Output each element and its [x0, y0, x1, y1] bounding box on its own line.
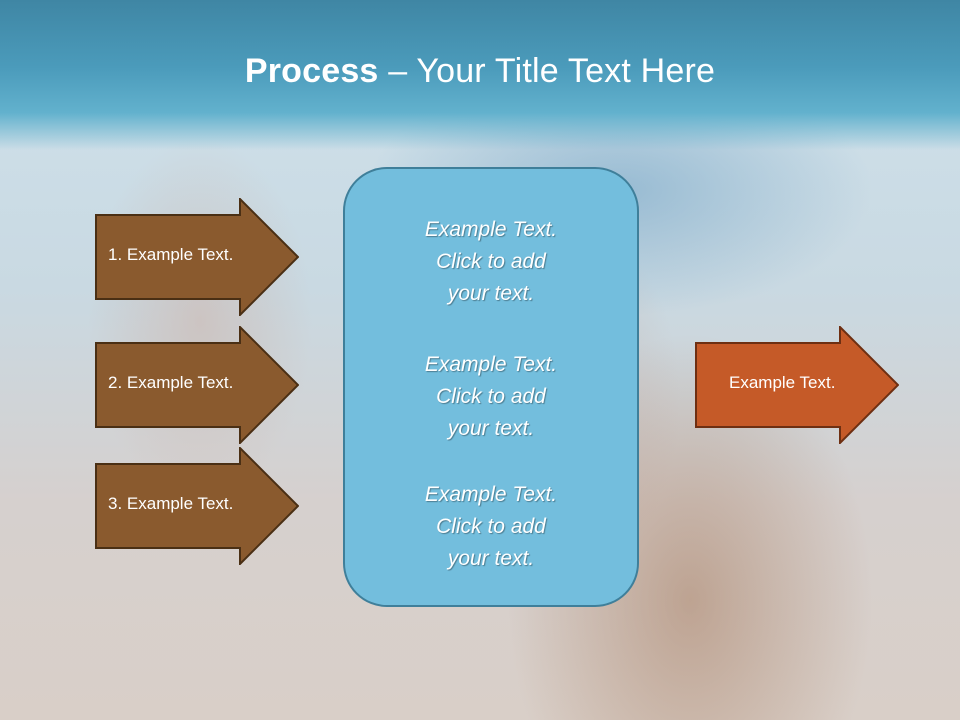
right-arrow-shape: [95, 447, 299, 565]
process-step-1-label: 1. Example Text.: [108, 245, 234, 264]
right-arrow-shape: [95, 198, 299, 316]
right-arrow-shape: [695, 326, 899, 444]
paragraph-line: Example Text.: [424, 353, 558, 376]
process-result-label: Example Text.: [729, 373, 836, 392]
paragraph-line: Example Text.: [424, 218, 558, 241]
center-paragraph-1: Example Text. Click to add your text.: [345, 214, 637, 310]
process-step-2-arrow[interactable]: 2. Example Text.: [95, 326, 299, 444]
right-arrow-shape: [95, 326, 299, 444]
title-rest-text: – Your Title Text Here: [378, 52, 716, 90]
process-step-2-label: 2. Example Text.: [108, 373, 234, 392]
paragraph-line: your text.: [447, 282, 535, 305]
process-result-arrow[interactable]: Example Text.: [695, 326, 899, 444]
paragraph-line: Click to add: [436, 385, 546, 408]
slide-title[interactable]: Process – Your Title Text Here: [0, 52, 960, 91]
center-text-box[interactable]: Example Text. Click to add your text. Ex…: [343, 167, 639, 607]
paragraph-line: your text.: [447, 547, 535, 570]
paragraph-line: Example Text.: [424, 483, 558, 506]
paragraph-line: your text.: [447, 417, 535, 440]
title-band: [0, 0, 960, 150]
center-paragraph-2: Example Text. Click to add your text.: [345, 349, 637, 445]
paragraph-line: Click to add: [436, 250, 546, 273]
process-step-1-arrow[interactable]: 1. Example Text.: [95, 198, 299, 316]
title-bold-text: Process: [244, 52, 379, 90]
process-step-3-arrow[interactable]: 3. Example Text.: [95, 447, 299, 565]
paragraph-line: Click to add: [436, 515, 546, 538]
process-step-3-label: 3. Example Text.: [108, 494, 234, 513]
center-paragraph-3: Example Text. Click to add your text.: [345, 479, 637, 575]
